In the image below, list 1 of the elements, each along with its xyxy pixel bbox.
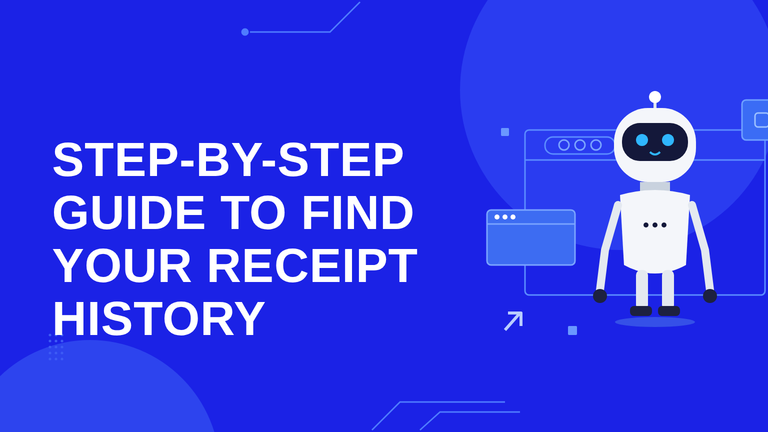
title: STEP-BY-STEP GUIDE TO FIND YOUR RECEIPT HISTORY [52,134,420,346]
